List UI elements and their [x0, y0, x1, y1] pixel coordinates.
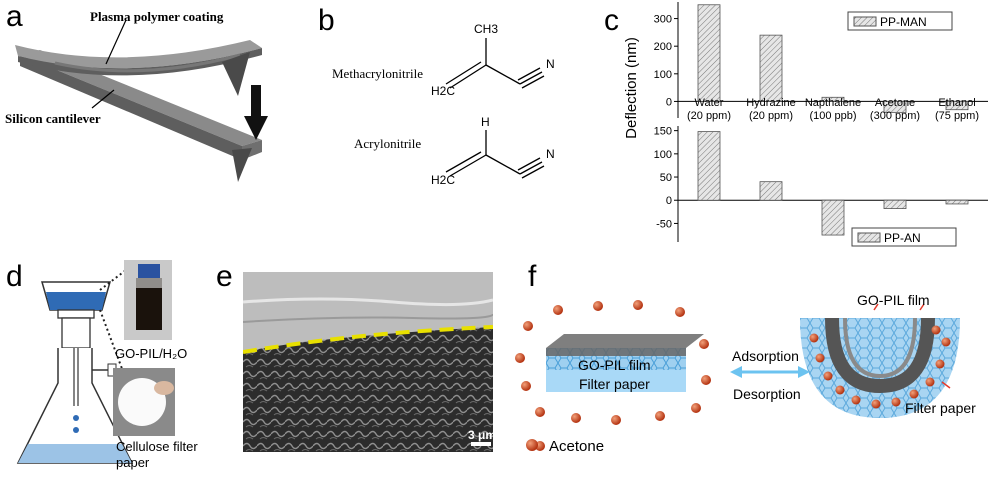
category-label: (300 ppm) [870, 110, 920, 122]
y-tick-label: 100 [654, 149, 672, 161]
legend-label: PP-AN [884, 231, 921, 245]
filter-label-line2: paper [116, 455, 150, 470]
legend-swatch [857, 232, 881, 243]
y-tick-label: 0 [666, 195, 672, 207]
bar [945, 101, 969, 111]
panel-d-letter: d [6, 260, 23, 293]
legend-label: PP-MAN [880, 15, 927, 29]
bar [945, 199, 969, 205]
adsorption-label: Adsorption [732, 348, 799, 364]
category-label: Napthalene [805, 97, 861, 109]
left-filter-paper-label: Filter paper [579, 376, 650, 392]
bar [697, 4, 721, 102]
bar [759, 181, 783, 201]
bar [759, 34, 783, 102]
acrylonitrile-label: Acrylonitrile [354, 136, 422, 151]
deflection-chart: Deflection (nm) 0 100 200 300 PP-MAN -50 0 50 10… [623, 2, 988, 247]
methacrylonitrile-label: Methacrylonitrile [332, 66, 423, 81]
sem-image [243, 272, 493, 452]
panel-c-letter: c [604, 4, 619, 37]
vial-label: GO-PIL/H₂O [115, 346, 188, 361]
category-label: Water [695, 97, 724, 109]
category-label: Acetone [875, 97, 915, 109]
category-label: (75 ppm) [935, 110, 979, 122]
y-tick-label: 200 [654, 41, 672, 53]
mol1-h2c-label: H2C [431, 84, 456, 98]
mol1-n-label: N [546, 57, 555, 71]
y-tick-label: 0 [666, 96, 672, 108]
panel-f-letter: f [528, 260, 537, 293]
y-tick-label: 50 [660, 172, 672, 184]
filter-label-line1: Cellulose filter [116, 439, 198, 454]
adsorption-schematic [515, 300, 960, 451]
y-tick-label: 300 [654, 14, 672, 26]
bar [883, 199, 907, 209]
bar [697, 131, 721, 201]
y-tick-label: 100 [654, 69, 672, 81]
y-axis-label: Deflection (nm) [623, 37, 640, 139]
category-label: (20 ppm) [687, 110, 731, 122]
panel-b-letter: b [318, 4, 335, 37]
category-label: Hydrazine [746, 97, 796, 109]
category-label: Ethanol [938, 97, 975, 109]
mol2-h-label: H [481, 115, 490, 129]
filtration-illustration [16, 260, 175, 464]
scale-bar-label: 3 μm [468, 428, 497, 442]
mol2-h2c-label: H2C [431, 173, 456, 187]
cantilever-label: Silicon cantilever [5, 111, 101, 126]
panel-e-letter: e [216, 260, 233, 293]
cantilever-illustration [15, 19, 268, 182]
panel-a-letter: a [6, 0, 23, 33]
legend-swatch [853, 16, 877, 27]
bar [821, 199, 845, 236]
bar [883, 101, 907, 113]
y-tick-label: 150 [654, 126, 672, 138]
category-label: (20 ppm) [749, 110, 793, 122]
ch3-label: CH3 [474, 22, 499, 36]
mol2-n-label: N [546, 147, 555, 161]
right-film-label: GO-PIL film [857, 292, 930, 308]
coating-label: Plasma polymer coating [90, 9, 224, 24]
acetone-legend-label: Acetone [549, 438, 605, 455]
category-label: (100 ppb) [809, 110, 856, 122]
molecule-structures [445, 38, 545, 179]
left-film-label: GO-PIL film [578, 357, 651, 373]
y-tick-label: -50 [656, 218, 672, 230]
bar [821, 96, 845, 102]
desorption-label: Desorption [733, 386, 801, 402]
right-filter-paper-label: Filter paper [905, 400, 976, 416]
